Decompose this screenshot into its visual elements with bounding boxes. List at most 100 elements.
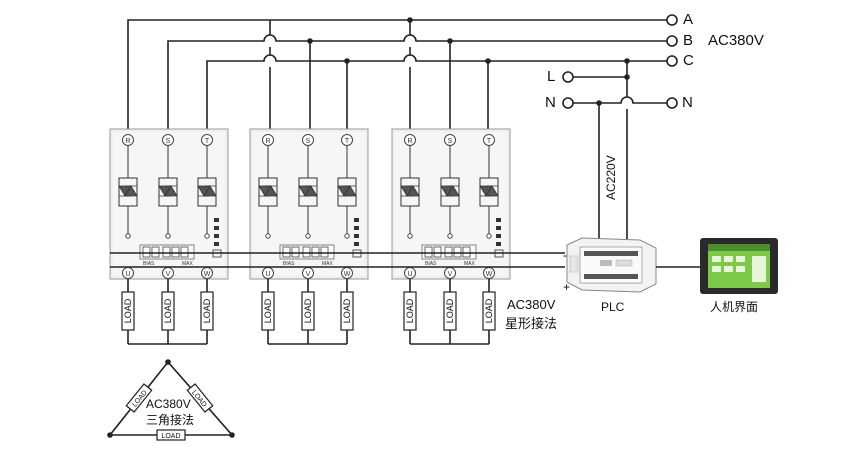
- fuse-terminal: [486, 233, 492, 239]
- bias-label: BIAS: [143, 261, 155, 267]
- bus-c-line: [206, 54, 668, 133]
- load-label: LOAD: [263, 298, 273, 323]
- load-label: LOAD: [303, 298, 313, 323]
- control-knob: [444, 246, 453, 258]
- input-terminal-label: T: [345, 138, 350, 145]
- thyristor-reverse: [485, 185, 499, 197]
- thyristor-frame: [298, 177, 318, 207]
- control-knob: [453, 246, 462, 258]
- supply-voltage-label: AC380V: [708, 32, 764, 49]
- thyristor-reverse: [264, 185, 278, 197]
- input-terminal-label: S: [448, 138, 453, 145]
- input-terminal-label: S: [306, 138, 311, 145]
- thyristor-frame: [197, 177, 217, 207]
- plc-device: [566, 237, 657, 293]
- bus-b-line: [167, 34, 668, 133]
- max-label: MAX: [464, 261, 476, 267]
- control-knob: [180, 246, 189, 258]
- delta-load: LOAD: [156, 429, 186, 441]
- control-knob: [162, 246, 171, 258]
- control-knob: [433, 246, 442, 258]
- fuse-terminal: [265, 233, 271, 239]
- bias-label: BIAS: [283, 261, 295, 267]
- junction-dots: [307, 17, 630, 106]
- load-resistor: [200, 291, 214, 331]
- control-knob: [320, 246, 329, 258]
- input-terminal-label: R: [407, 138, 412, 145]
- thyristor-frame: [258, 177, 278, 207]
- plc-supply-label: AC220V: [604, 155, 618, 200]
- delta-load-resistor: [125, 383, 153, 413]
- thyristor-reverse: [446, 185, 460, 197]
- thyristor-reverse: [124, 185, 138, 197]
- status-indicator: [496, 226, 501, 230]
- thyristor-frame: [400, 177, 420, 207]
- signal-plus-label: +: [563, 280, 571, 294]
- max-label: MAX: [182, 261, 194, 267]
- delta-load: LOAD: [186, 383, 214, 413]
- thyristor-reverse: [343, 185, 357, 197]
- control-knob: [291, 246, 300, 258]
- input-terminal-label: R: [125, 138, 130, 145]
- load-resistor: [121, 291, 135, 331]
- delta-voltage-label: AC380V: [146, 397, 191, 411]
- control-knob: [151, 246, 160, 258]
- control-knob: [311, 246, 320, 258]
- input-terminal: [444, 134, 456, 146]
- delta-method-label: 三角接法: [146, 413, 195, 427]
- hmi-label: 人机界面: [710, 300, 759, 314]
- control-knob: [171, 246, 180, 258]
- fuse-terminal: [305, 233, 311, 239]
- max-label: MAX: [322, 261, 334, 267]
- phase-a-label: A: [683, 11, 694, 28]
- star-method-label: 星形接法: [505, 317, 558, 332]
- output-terminal-label: W: [486, 271, 493, 278]
- thyristor-reverse: [304, 185, 318, 197]
- status-indicator: [214, 242, 219, 246]
- output-terminal-label: U: [265, 271, 270, 278]
- supply-bus: [127, 19, 668, 133]
- status-indicator: [496, 234, 501, 238]
- bus-a-line: [127, 19, 668, 133]
- load-label: LOAD: [202, 298, 212, 323]
- delta-load-label: LOAD: [161, 433, 180, 440]
- output-terminal-label: U: [407, 271, 412, 278]
- thyristor-frame: [118, 177, 138, 207]
- status-indicator: [496, 218, 501, 222]
- bias-label: BIAS: [425, 261, 437, 267]
- load-label: LOAD: [445, 298, 455, 323]
- status-indicator: [496, 242, 501, 246]
- output-terminal-label: V: [306, 271, 311, 278]
- input-terminal: [341, 134, 353, 146]
- control-knob: [282, 246, 291, 258]
- status-indicator: [354, 218, 359, 222]
- thyristor-reverse: [164, 185, 178, 197]
- output-terminal-label: V: [166, 271, 171, 278]
- status-indicator: [354, 234, 359, 238]
- control-knob: [424, 246, 433, 258]
- input-terminal: [201, 134, 213, 146]
- output-terminal-label: V: [448, 271, 453, 278]
- status-indicator: [214, 218, 219, 222]
- thyristor-reverse: [203, 185, 217, 197]
- hmi-screen: [700, 238, 778, 294]
- input-terminal: [404, 134, 416, 146]
- load-resistor: [443, 291, 457, 331]
- fuse-terminal: [447, 233, 453, 239]
- control-knob: [302, 246, 311, 258]
- input-terminal-label: S: [166, 138, 171, 145]
- status-indicator: [354, 242, 359, 246]
- load-label: LOAD: [484, 298, 494, 323]
- single-phase-lines: [573, 61, 667, 248]
- load-resistor: [161, 291, 175, 331]
- thyristor-frame: [440, 177, 460, 207]
- load-resistor: [261, 291, 275, 331]
- load-resistor: [482, 291, 496, 331]
- input-terminal-label: T: [205, 138, 210, 145]
- status-indicator: [354, 226, 359, 230]
- n-out-label: N: [682, 94, 693, 111]
- load-label: LOAD: [405, 298, 415, 323]
